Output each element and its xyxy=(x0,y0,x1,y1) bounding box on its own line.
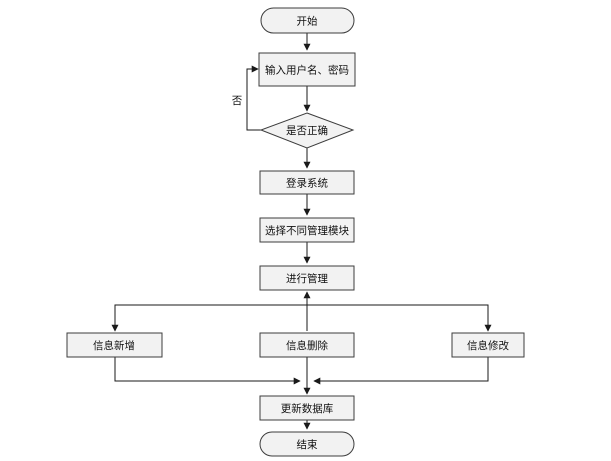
start-label: 开始 xyxy=(297,15,318,28)
arrow-add-to-merge xyxy=(114,357,301,385)
update-db-box xyxy=(259,395,355,421)
select-module-label: 选择不同管理模块 xyxy=(265,224,349,237)
info-add-box xyxy=(66,332,163,358)
decision-label: 是否正确 xyxy=(286,124,328,137)
info-edit-box xyxy=(451,332,525,358)
arrow-decision-no-loop xyxy=(246,65,261,131)
update-db-label: 更新数据库 xyxy=(281,402,334,415)
arrow-edit-to-merge xyxy=(313,357,489,385)
manage-label: 进行管理 xyxy=(286,272,328,285)
info-delete-label: 信息删除 xyxy=(286,339,328,352)
connectors xyxy=(111,33,492,430)
info-delete-box xyxy=(259,332,355,358)
start-terminal xyxy=(260,7,355,34)
select-module-box xyxy=(259,217,355,243)
input-label: 输入用户名、密码 xyxy=(265,64,349,77)
no-label: 否 xyxy=(232,95,243,107)
end-label: 结束 xyxy=(297,438,318,451)
login-box xyxy=(259,170,355,195)
branch-line xyxy=(114,304,489,329)
info-add-label: 信息新增 xyxy=(93,339,135,352)
login-label: 登录系统 xyxy=(286,177,328,190)
end-terminal xyxy=(259,431,355,457)
input-box xyxy=(258,52,356,87)
info-edit-label: 信息修改 xyxy=(467,339,509,352)
decision-diamond xyxy=(259,112,355,149)
manage-box xyxy=(259,265,355,291)
